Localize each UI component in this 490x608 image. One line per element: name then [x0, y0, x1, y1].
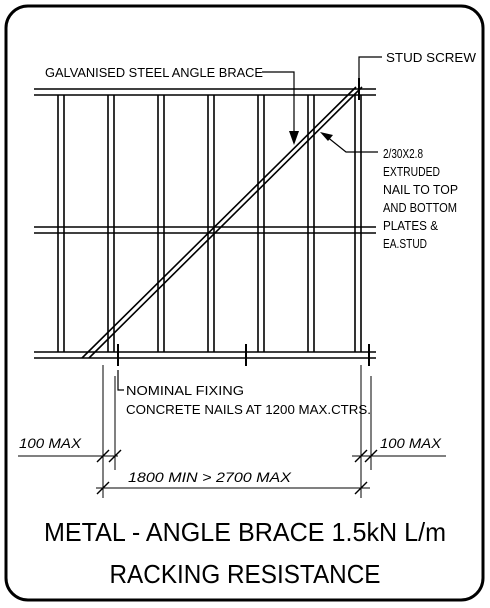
bottom-plate — [34, 351, 376, 359]
stud — [207, 95, 215, 352]
nail-label-line: EXTRUDED — [383, 164, 440, 179]
stud — [307, 95, 315, 352]
top-plate — [34, 88, 376, 96]
brace-leader — [262, 71, 295, 135]
brace-leader-arrow — [289, 131, 299, 145]
angle-brace — [81, 86, 363, 359]
fixing-label-line2: CONCRETE NAILS AT 1200 MAX.CTRS. — [126, 402, 371, 417]
nail-leader-arrow — [320, 132, 333, 141]
nail-label-line: PLATES & — [383, 218, 438, 233]
stud — [157, 95, 165, 352]
drawing-border — [4, 4, 485, 602]
span-dimension-label: 1800 MIN > 2700 MAX — [128, 469, 292, 485]
nogging — [34, 226, 376, 234]
title-line2: RACKING RESISTANCE — [110, 559, 381, 589]
dimension-lines — [18, 365, 446, 498]
studs — [57, 95, 362, 352]
nail-label-line: 2/30X2.8 — [383, 146, 423, 161]
fixing-marks — [117, 78, 370, 366]
nail-leader — [325, 135, 378, 153]
nail-label: 2/30X2.8 EXTRUDED NAIL TO TOP AND BOTTOM… — [383, 146, 458, 251]
brace-label: GALVANISED STEEL ANGLE BRACE — [45, 65, 263, 80]
left-max-label: 100 MAX — [19, 435, 82, 451]
stud — [257, 95, 265, 352]
stud-screw-label: STUD SCREW — [386, 50, 477, 65]
nail-label-line: AND BOTTOM — [383, 200, 457, 215]
right-max-label: 100 MAX — [380, 435, 442, 451]
stud — [57, 95, 65, 352]
leader-lines — [117, 56, 382, 391]
title-line1: METAL - ANGLE BRACE 1.5kN L/m — [44, 517, 446, 547]
stud — [107, 95, 115, 352]
fixing-leader — [117, 370, 124, 391]
nail-label-line: EA.STUD — [383, 236, 427, 251]
fixing-label-line1: NOMINAL FIXING — [126, 383, 244, 398]
dimension-ticks — [96, 449, 378, 495]
nail-label-line: NAIL TO TOP — [383, 182, 458, 197]
stud — [354, 95, 362, 352]
stud-screw-leader — [358, 56, 382, 80]
